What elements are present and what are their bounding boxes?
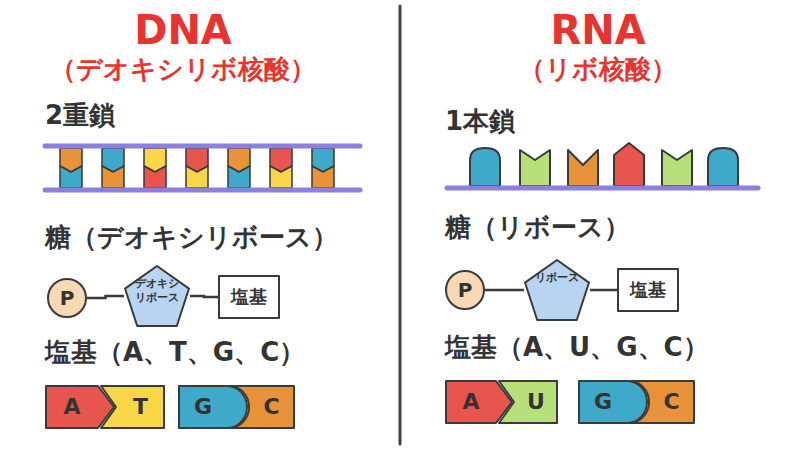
base-pair-shape xyxy=(270,166,292,188)
node-text: 塩基 xyxy=(231,287,267,308)
heading-label: RNA xyxy=(478,6,718,54)
node-text: U xyxy=(527,389,545,414)
base-shape xyxy=(614,143,644,186)
bond-line xyxy=(190,296,218,297)
node-outline xyxy=(228,385,295,429)
heading-label: 塩基（A、T、G、C） xyxy=(45,337,305,368)
base-pair-shape xyxy=(60,166,82,188)
node-text: リボース xyxy=(532,271,582,285)
phosphate-circle: P xyxy=(47,278,87,318)
node-outline xyxy=(100,385,165,429)
node-outline xyxy=(178,385,248,429)
node-text: デオキシ リボース xyxy=(132,277,182,305)
node-outline xyxy=(578,380,648,424)
base-box: 塩基 xyxy=(218,275,280,319)
base-shape xyxy=(470,148,500,186)
backbone-line xyxy=(447,186,758,191)
base-pair-shape xyxy=(228,166,250,188)
heading-label: 2重鎖 xyxy=(45,100,115,131)
base-pair-shape xyxy=(312,166,334,188)
heading-label: 糖（デオキシリボース） xyxy=(45,222,338,253)
heading-label: （デオキシリボ核酸） xyxy=(23,54,343,85)
backbone-line xyxy=(45,188,360,193)
node-text: C xyxy=(663,389,679,414)
base-block: G xyxy=(178,385,248,429)
base-shape xyxy=(520,150,550,186)
node-outline xyxy=(524,259,590,321)
base-pair-shape xyxy=(186,166,208,188)
base-block: T xyxy=(100,385,165,429)
phosphate-circle: P xyxy=(445,270,485,310)
node-text: T xyxy=(133,394,148,419)
node-text: A xyxy=(462,389,479,414)
node-outline xyxy=(628,380,695,424)
single-strand xyxy=(470,143,738,186)
sugar-pentagon: リボース xyxy=(524,259,590,321)
heading-label: DNA xyxy=(63,6,303,54)
base-block: G xyxy=(578,380,648,424)
base-shape xyxy=(662,150,692,186)
base-shape xyxy=(708,148,738,186)
sugar-pentagon: デオキシ リボース xyxy=(124,265,190,327)
base-shape xyxy=(568,150,598,186)
node-text: G xyxy=(194,394,212,419)
base-box: 塩基 xyxy=(617,268,679,312)
node-text: C xyxy=(263,394,279,419)
base-block: C xyxy=(628,380,695,424)
bond-line xyxy=(87,296,124,298)
base-pair-shape xyxy=(144,166,166,188)
heading-label: （リボ核酸） xyxy=(438,54,758,85)
base-block: U xyxy=(498,380,558,424)
node-text: P xyxy=(458,279,473,302)
base-pair-shape xyxy=(102,166,124,188)
bond-line xyxy=(485,289,524,292)
bond-line xyxy=(590,289,617,292)
double-strand xyxy=(45,146,360,190)
backbone-line xyxy=(45,144,360,149)
node-text: A xyxy=(63,394,80,419)
heading-label: 塩基（A、U、G、C） xyxy=(445,332,709,363)
node-text: P xyxy=(60,287,75,310)
heading-label: 1本鎖 xyxy=(445,106,515,137)
node-text: 塩基 xyxy=(630,280,666,301)
base-block: C xyxy=(228,385,295,429)
heading-label: 糖（リボース） xyxy=(445,212,630,243)
node-text: G xyxy=(594,389,612,414)
divider-line xyxy=(399,6,402,444)
